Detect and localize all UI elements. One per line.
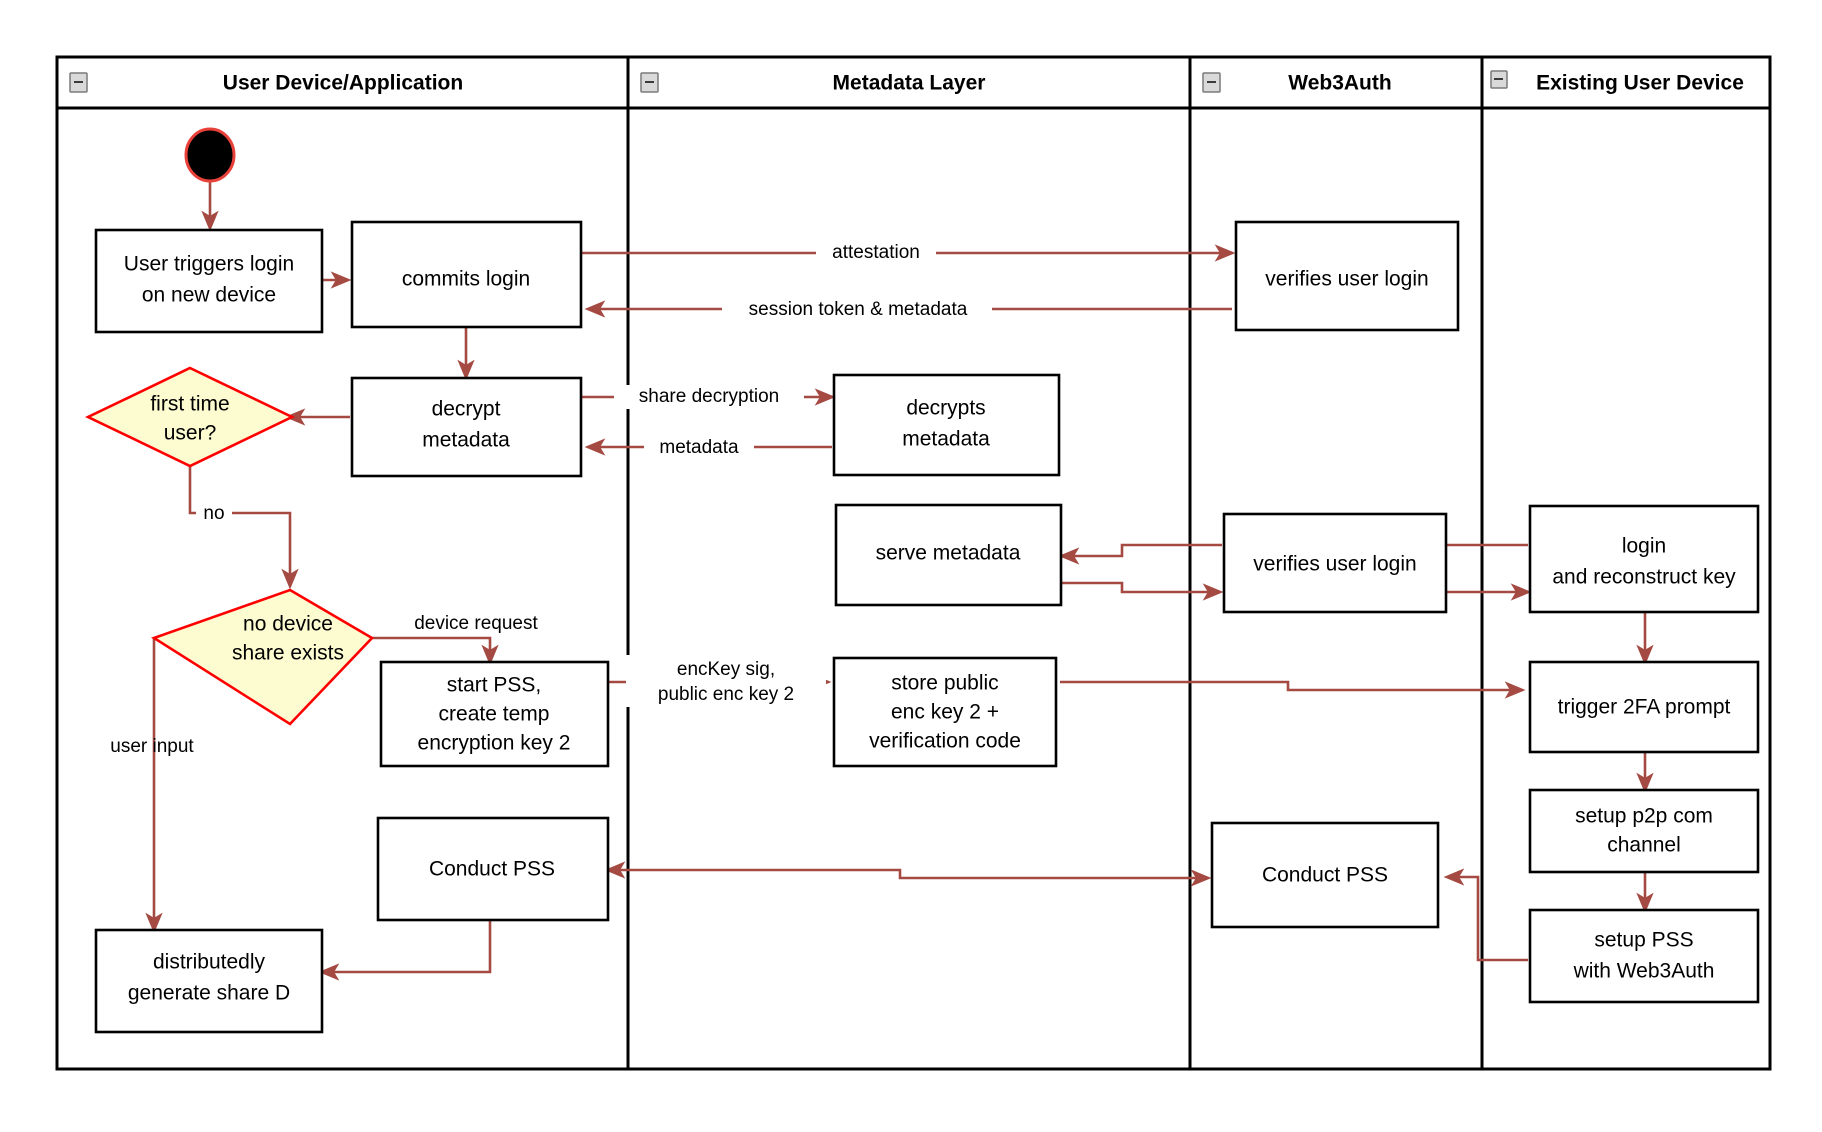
- node-conduct-pss-web3auth[interactable]: Conduct PSS: [1210, 821, 1440, 929]
- edge-setup-pss-to-conduct-pss-web3auth: [1443, 868, 1528, 962]
- svg-text:decrypt: decrypt: [432, 398, 501, 421]
- svg-text:setup p2p com: setup p2p com: [1575, 805, 1713, 828]
- edge-label-device-request: device request: [396, 612, 556, 636]
- svg-text:channel: channel: [1607, 834, 1681, 857]
- svg-text:metadata: metadata: [902, 428, 990, 451]
- svg-text:metadata: metadata: [422, 429, 510, 452]
- node-verifies-user-login-top[interactable]: verifies user login: [1234, 220, 1460, 332]
- start-node[interactable]: [184, 127, 236, 183]
- node-start-pss-create-temp-key[interactable]: start PSS, create temp encryption key 2: [379, 660, 610, 768]
- edge-serve-metadata-to-verifies-login: [1062, 581, 1224, 601]
- svg-text:attestation: attestation: [832, 242, 920, 263]
- svg-text:User triggers login: User triggers login: [124, 253, 294, 276]
- edge-label-metadata: metadata: [644, 435, 754, 459]
- svg-text:login: login: [1622, 535, 1666, 558]
- svg-text:Conduct PSS: Conduct PSS: [429, 858, 555, 881]
- svg-text:store public: store public: [891, 672, 998, 695]
- node-trigger-2fa-prompt[interactable]: trigger 2FA prompt: [1528, 660, 1760, 754]
- edge-device-request: [368, 636, 499, 666]
- svg-text:no: no: [203, 503, 224, 524]
- lane-title-user-device: User Device/Application: [223, 72, 463, 95]
- lane-title-metadata-layer: Metadata Layer: [833, 72, 986, 95]
- svg-text:with Web3Auth: with Web3Auth: [1573, 960, 1715, 983]
- minus-box-icon[interactable]: [1490, 70, 1508, 89]
- svg-text:session token & metadata: session token & metadata: [749, 299, 968, 320]
- lane-header-user-device[interactable]: User Device/Application: [69, 72, 463, 95]
- svg-text:serve metadata: serve metadata: [876, 542, 1021, 565]
- edge-label-enckey-sig: encKey sig, public enc key 2: [626, 655, 826, 707]
- edge-label-user-input: user input: [110, 736, 194, 757]
- node-commits-login[interactable]: commits login: [350, 220, 583, 329]
- pool-outline: [55, 55, 1772, 1071]
- node-distributedly-generate-share-d[interactable]: distributedly generate share D: [94, 928, 324, 1034]
- node-decrypt-metadata[interactable]: decrypt metadata: [350, 376, 583, 478]
- minus-box-icon[interactable]: [1202, 72, 1221, 93]
- svg-text:user input: user input: [110, 736, 194, 757]
- lane-header-web3auth[interactable]: Web3Auth: [1202, 72, 1392, 95]
- pool: [55, 55, 1772, 1071]
- node-verifies-user-login-mid[interactable]: verifies user login: [1222, 512, 1448, 614]
- minus-box-icon[interactable]: [69, 72, 88, 93]
- node-no-device-share-exists[interactable]: no device share exists: [151, 588, 375, 726]
- node-first-time-user[interactable]: first time user?: [84, 366, 296, 468]
- edge-label-share-decryption: share decryption: [614, 385, 804, 409]
- edge-label-attestation: attestation: [816, 241, 936, 265]
- node-user-triggers-login[interactable]: User triggers login on new device: [94, 228, 324, 334]
- edge-store-key-to-trigger-2fa: [1060, 680, 1526, 699]
- svg-text:verification code: verification code: [869, 730, 1021, 753]
- node-setup-pss-with-web3auth[interactable]: setup PSS with Web3Auth: [1528, 908, 1760, 1004]
- lane-title-web3auth: Web3Auth: [1288, 72, 1391, 95]
- edge-verifies-login-to-serve-metadata: [1058, 543, 1222, 565]
- edge-conduct-pss-bidirectional: [604, 861, 1212, 887]
- edge-labels-layer: attestation session token & metadata sha…: [110, 241, 992, 757]
- node-login-and-reconstruct-key[interactable]: login and reconstruct key: [1528, 504, 1760, 614]
- svg-text:enc key 2 +: enc key 2 +: [891, 701, 999, 724]
- lane-title-existing-user-device: Existing User Device: [1536, 72, 1744, 95]
- node-setup-p2p-com-channel[interactable]: setup p2p com channel: [1528, 788, 1760, 874]
- nodes-layer: User triggers login on new device commit…: [84, 127, 1760, 1034]
- svg-text:on new device: on new device: [142, 284, 276, 307]
- svg-text:commits login: commits login: [402, 268, 530, 291]
- svg-text:public enc key 2: public enc key 2: [658, 684, 794, 705]
- edge-label-no: no: [196, 502, 232, 526]
- svg-text:first time: first time: [150, 393, 229, 416]
- svg-text:metadata: metadata: [659, 437, 739, 458]
- svg-text:trigger 2FA prompt: trigger 2FA prompt: [1558, 696, 1731, 719]
- svg-text:verifies user login: verifies user login: [1265, 268, 1428, 291]
- svg-text:create temp: create temp: [439, 703, 550, 726]
- node-decrypts-metadata[interactable]: decrypts metadata: [832, 373, 1061, 477]
- svg-text:Conduct PSS: Conduct PSS: [1262, 864, 1388, 887]
- node-conduct-pss-user[interactable]: Conduct PSS: [376, 816, 610, 922]
- svg-text:decrypts: decrypts: [906, 397, 985, 420]
- svg-text:encryption key 2: encryption key 2: [418, 732, 571, 755]
- svg-text:no device: no device: [243, 613, 333, 636]
- svg-text:encKey sig,: encKey sig,: [677, 659, 775, 680]
- lane-header-metadata-layer[interactable]: Metadata Layer: [640, 72, 986, 95]
- svg-text:setup PSS: setup PSS: [1594, 929, 1693, 952]
- svg-text:share decryption: share decryption: [639, 386, 779, 407]
- edge-no: [188, 466, 299, 590]
- edge-conduct-pss-to-generate-share-d: [318, 920, 492, 981]
- svg-text:start PSS,: start PSS,: [447, 674, 542, 697]
- node-serve-metadata[interactable]: serve metadata: [834, 503, 1063, 607]
- svg-text:share exists: share exists: [232, 642, 344, 665]
- svg-text:and reconstruct key: and reconstruct key: [1552, 566, 1736, 589]
- svg-text:user?: user?: [164, 422, 217, 445]
- node-store-public-enc-key-2[interactable]: store public enc key 2 + verification co…: [832, 656, 1058, 768]
- svg-text:distributedly: distributedly: [153, 951, 266, 974]
- svg-text:verifies user login: verifies user login: [1253, 553, 1416, 576]
- svg-text:generate share D: generate share D: [128, 982, 290, 1005]
- minus-box-icon[interactable]: [640, 72, 659, 93]
- edge-label-session-token-metadata: session token & metadata: [722, 297, 992, 321]
- svg-text:device request: device request: [414, 613, 538, 634]
- lane-header-existing-user-device[interactable]: Existing User Device: [1490, 70, 1744, 95]
